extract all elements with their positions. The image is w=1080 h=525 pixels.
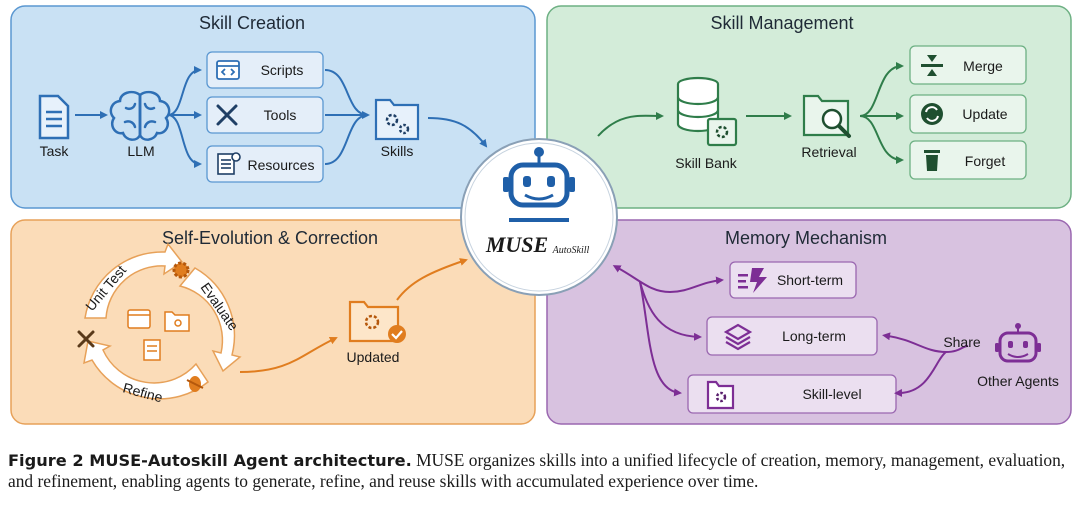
tools-label: Tools <box>264 107 297 123</box>
caption-label: Figure 2 MUSE-Autoskill Agent architectu… <box>8 451 412 470</box>
robot-icon <box>995 323 1041 363</box>
short-term-label: Short-term <box>777 272 843 288</box>
forget-label: Forget <box>965 153 1006 169</box>
gear-icon <box>172 261 190 279</box>
code-window-icon <box>216 60 240 80</box>
robot-icon <box>503 147 575 222</box>
skill-creation-title: Skill Creation <box>199 13 305 33</box>
share-label: Share <box>943 334 981 350</box>
code-window-icon <box>127 309 151 329</box>
layers-icon <box>723 323 753 351</box>
lightning-icon <box>738 268 767 293</box>
architecture-diagram: Skill Creation Skill Management Self-Evo… <box>10 5 1072 425</box>
merge-icon <box>921 55 943 76</box>
long-term-label: Long-term <box>782 328 846 344</box>
folder-gear-icon <box>164 311 190 332</box>
scripts-box: Scripts <box>206 51 324 89</box>
skill-management-title: Skill Management <box>710 13 853 33</box>
logo-sub: AutoSkill <box>552 245 590 256</box>
forget-box: Forget <box>909 140 1027 180</box>
document-info-icon <box>143 339 161 361</box>
merge-label: Merge <box>963 58 1003 74</box>
trash-icon <box>924 150 940 171</box>
skill-level-box: Skill-level <box>687 374 897 414</box>
refresh-icon <box>921 103 943 125</box>
llm-label: LLM <box>127 143 154 159</box>
center-hub: MUSE AutoSkill <box>460 138 618 296</box>
tools-box: Tools <box>206 96 324 134</box>
skill-level-label: Skill-level <box>802 386 861 402</box>
evolution-cycle <box>83 242 242 400</box>
scripts-label: Scripts <box>261 62 304 78</box>
updated-folder-icon <box>348 300 406 343</box>
document-icon <box>38 94 70 140</box>
caption-text: MUSE organizes skills into a unified lif… <box>8 450 1066 491</box>
tools-icon <box>77 330 95 348</box>
short-term-box: Short-term <box>729 261 857 299</box>
brain-icon <box>109 90 171 141</box>
skill-bank-label: Skill Bank <box>675 155 737 171</box>
bug-icon <box>186 376 204 392</box>
updated-label: Updated <box>347 349 400 365</box>
document-info-icon <box>217 152 241 175</box>
self-evolution-title: Self-Evolution & Correction <box>162 228 378 248</box>
resources-box: Resources <box>206 145 324 183</box>
self-evolution-panel <box>10 219 536 425</box>
update-box: Update <box>909 94 1027 134</box>
long-term-box: Long-term <box>706 316 878 356</box>
resources-label: Resources <box>248 157 315 173</box>
update-label: Update <box>962 106 1007 122</box>
wrench-screwdriver-icon <box>216 104 238 126</box>
logo-main: MUSE <box>485 232 548 257</box>
folder-search-icon <box>802 94 851 138</box>
folder-gears-icon <box>374 98 420 141</box>
other-agents-label: Other Agents <box>977 373 1059 389</box>
memory-mechanism-title: Memory Mechanism <box>725 228 887 248</box>
retrieval-label: Retrieval <box>801 144 856 160</box>
task-label: Task <box>40 143 70 159</box>
merge-box: Merge <box>909 45 1027 85</box>
skills-label: Skills <box>381 143 414 159</box>
figure-caption: Figure 2 MUSE-Autoskill Agent architectu… <box>8 450 1074 492</box>
database-gear-icon <box>676 76 738 147</box>
folder-gear-icon <box>706 380 735 410</box>
